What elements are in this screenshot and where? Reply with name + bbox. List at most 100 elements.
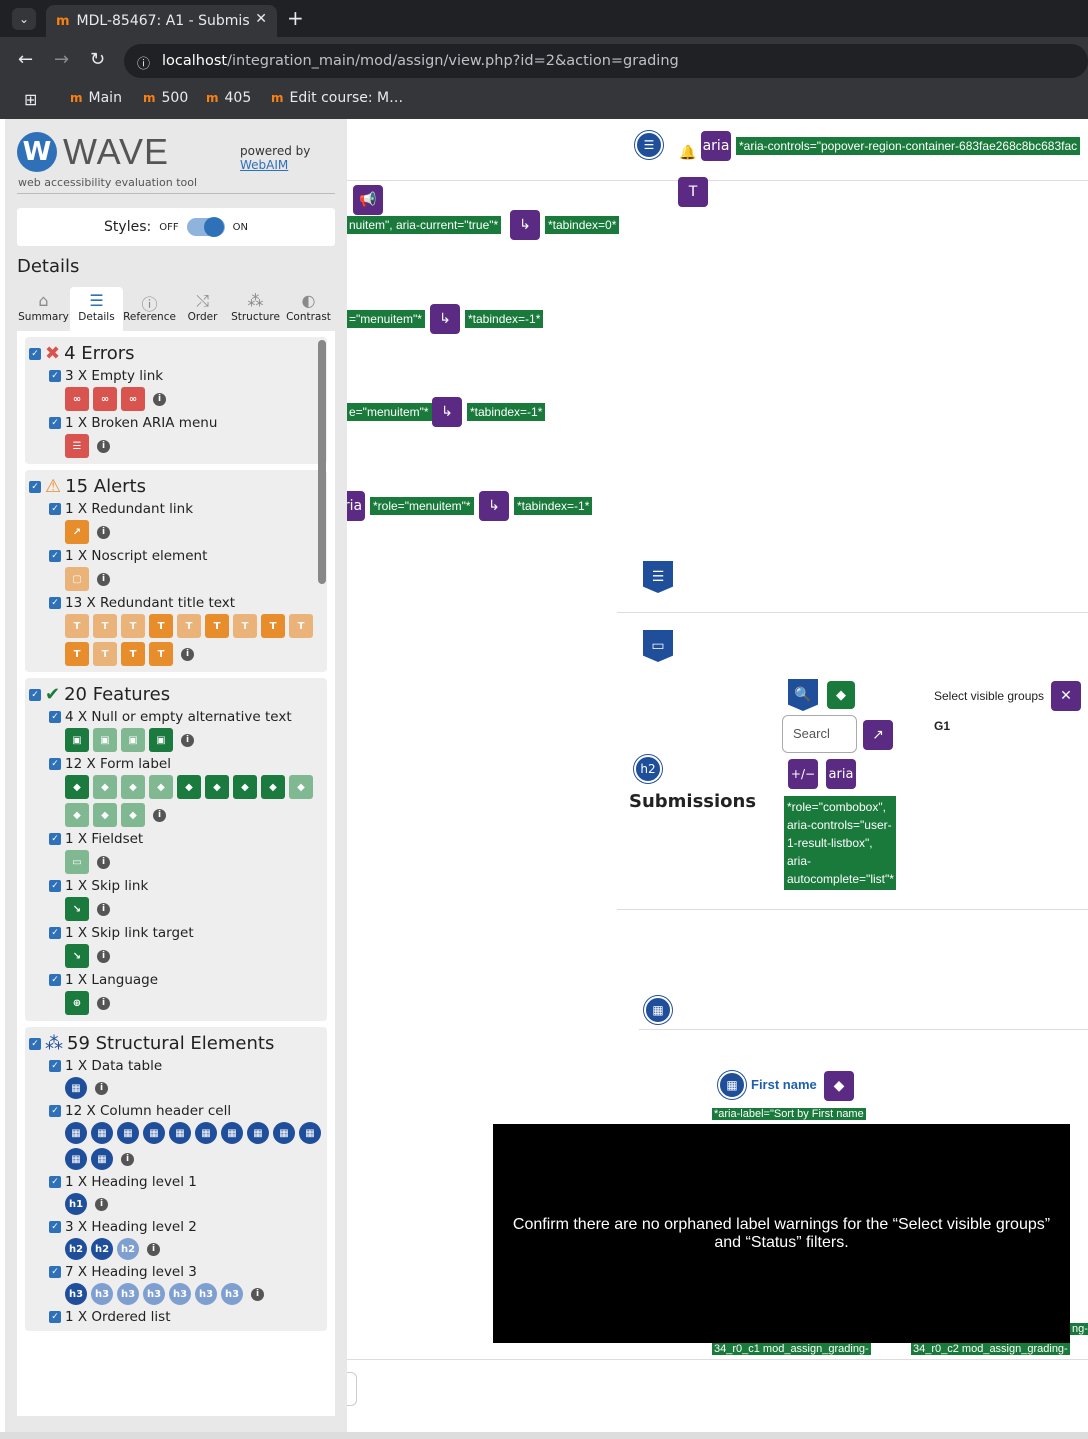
heading-3-icon[interactable]: h3 <box>143 1283 165 1305</box>
item-checkbox[interactable]: ✓ <box>49 503 61 515</box>
form-label-tag-icon[interactable]: ◆ <box>149 775 173 799</box>
item-checkbox[interactable]: ✓ <box>49 1060 61 1072</box>
form-label-tag-icon[interactable]: ◆ <box>827 681 855 709</box>
item-checkbox[interactable]: ✓ <box>49 711 61 723</box>
item-checkbox[interactable]: ✓ <box>49 880 61 892</box>
group-value[interactable]: G1 <box>934 719 951 733</box>
column-header-icon[interactable]: ▦ <box>169 1122 191 1144</box>
redundant-title-icon[interactable]: T <box>121 642 145 666</box>
info-icon[interactable]: i <box>95 1197 108 1211</box>
heading-2-icon[interactable]: h2 <box>91 1238 113 1260</box>
heading-2-icon[interactable]: h2 <box>117 1238 139 1260</box>
noscript-megaphone-icon[interactable]: 📢 <box>353 185 383 215</box>
tabindex-arrow-icon[interactable]: ↳ <box>430 304 460 334</box>
language-globe-icon[interactable]: ⊕ <box>65 991 89 1015</box>
form-label-tag-icon[interactable]: ◆ <box>93 803 117 827</box>
data-table-icon[interactable]: ▦ <box>65 1077 87 1099</box>
tab-contrast[interactable]: ◐Contrast <box>282 287 335 331</box>
errors-checkbox[interactable]: ✓ <box>29 347 41 360</box>
search-input[interactable]: Searcl <box>782 715 857 753</box>
form-label-tag-icon[interactable]: ◆ <box>177 775 201 799</box>
info-icon[interactable]: i <box>181 647 194 661</box>
info-icon[interactable]: i <box>97 996 110 1010</box>
skip-link-icon[interactable]: ↘ <box>65 897 89 921</box>
tab-details[interactable]: ☰Details <box>70 287 123 331</box>
form-label-tag-icon[interactable]: ◆ <box>121 803 145 827</box>
column-header-icon[interactable]: ▦ <box>65 1122 87 1144</box>
tab-structure[interactable]: ⁂Structure <box>229 287 282 331</box>
features-checkbox[interactable]: ✓ <box>29 688 41 701</box>
tabindex-arrow-icon[interactable]: ↳ <box>479 491 509 521</box>
info-icon[interactable]: i <box>153 392 166 406</box>
item-checkbox[interactable]: ✓ <box>49 550 61 562</box>
empty-link-icon[interactable]: ∞ <box>93 387 117 411</box>
reload-icon[interactable]: ↻ <box>90 49 106 70</box>
new-tab-icon[interactable]: + <box>287 6 304 30</box>
column-header-icon[interactable]: ▦ <box>195 1122 217 1144</box>
webaim-link[interactable]: WebAIM <box>240 158 289 172</box>
column-header-icon[interactable]: ▦ <box>273 1122 295 1144</box>
column-header-icon[interactable]: ▦ <box>91 1122 113 1144</box>
info-icon[interactable]: i <box>97 855 110 869</box>
redundant-title-icon[interactable]: T <box>177 614 201 638</box>
horizontal-scrollbar[interactable] <box>0 1432 1088 1439</box>
info-icon[interactable]: i <box>181 733 194 747</box>
item-checkbox[interactable]: ✓ <box>49 1105 61 1117</box>
title-icon[interactable]: T <box>678 177 708 207</box>
address-bar[interactable]: ⓘ localhost/integration_main/mod/assign/… <box>124 44 1088 78</box>
form-label-tag-icon[interactable]: ◆ <box>205 775 229 799</box>
aria-icon[interactable]: aria <box>701 131 731 161</box>
item-checkbox[interactable]: ✓ <box>49 417 61 429</box>
item-checkbox[interactable]: ✓ <box>49 974 61 986</box>
column-header-icon[interactable]: ▦ <box>91 1148 113 1170</box>
redundant-title-icon[interactable]: T <box>93 614 117 638</box>
null-alt-image-icon[interactable]: ▣ <box>149 728 173 752</box>
data-table-icon[interactable]: ▦ <box>644 996 672 1024</box>
redundant-title-icon[interactable]: T <box>149 614 173 638</box>
aria-icon[interactable]: aria <box>826 759 856 789</box>
heading-2-icon[interactable]: h2 <box>634 755 662 783</box>
sidebar-scrollbar[interactable] <box>318 340 326 584</box>
form-label-tag-icon[interactable]: ◆ <box>65 803 89 827</box>
redundant-title-icon[interactable]: T <box>93 642 117 666</box>
info-icon[interactable]: i <box>147 1242 160 1256</box>
info-icon[interactable]: i <box>97 902 110 916</box>
tab-summary[interactable]: ⌂Summary <box>18 291 69 323</box>
column-header-icon[interactable]: ▦ <box>299 1122 321 1144</box>
item-checkbox[interactable]: ✓ <box>49 927 61 939</box>
form-label-tag-icon[interactable]: ◆ <box>93 775 117 799</box>
form-label-tag-icon[interactable]: ◆ <box>121 775 145 799</box>
fieldset-icon[interactable]: ▭ <box>65 850 89 874</box>
form-label-tag-icon[interactable]: ◆ <box>65 775 89 799</box>
info-icon[interactable]: i <box>251 1287 264 1301</box>
redundant-title-icon[interactable]: T <box>149 642 173 666</box>
plus-minus-icon[interactable]: +/− <box>788 759 818 789</box>
redundant-title-icon[interactable]: T <box>65 614 89 638</box>
redundant-link-icon[interactable]: ↗ <box>863 720 893 750</box>
null-alt-image-icon[interactable]: ▣ <box>121 728 145 752</box>
aria-icon[interactable]: ria <box>347 491 365 521</box>
empty-link-icon[interactable]: ∞ <box>121 387 145 411</box>
redundant-link-icon[interactable]: ↗ <box>65 520 89 544</box>
info-icon[interactable]: i <box>97 949 110 963</box>
item-checkbox[interactable]: ✓ <box>49 1266 61 1278</box>
heading-2-icon[interactable]: h2 <box>65 1238 87 1260</box>
item-checkbox[interactable]: ✓ <box>49 1176 61 1188</box>
forward-arrow-icon[interactable]: → <box>54 49 70 70</box>
tabindex-arrow-icon[interactable]: ↳ <box>432 397 462 427</box>
heading-3-icon[interactable]: h3 <box>117 1283 139 1305</box>
back-arrow-icon[interactable]: ← <box>18 49 34 70</box>
nav-list-icon[interactable]: ☰ <box>635 131 663 159</box>
apps-grid-icon[interactable]: ⊞ <box>24 90 38 109</box>
styles-toggle[interactable] <box>186 217 225 237</box>
null-alt-image-icon[interactable]: ▣ <box>93 728 117 752</box>
region-structure-icon[interactable]: ▭ <box>643 630 673 662</box>
redundant-title-icon[interactable]: T <box>289 614 313 638</box>
item-checkbox[interactable]: ✓ <box>49 1221 61 1233</box>
redundant-title-icon[interactable]: T <box>233 614 257 638</box>
alerts-checkbox[interactable]: ✓ <box>29 480 41 493</box>
column-header-icon[interactable]: ▦ <box>718 1071 746 1099</box>
